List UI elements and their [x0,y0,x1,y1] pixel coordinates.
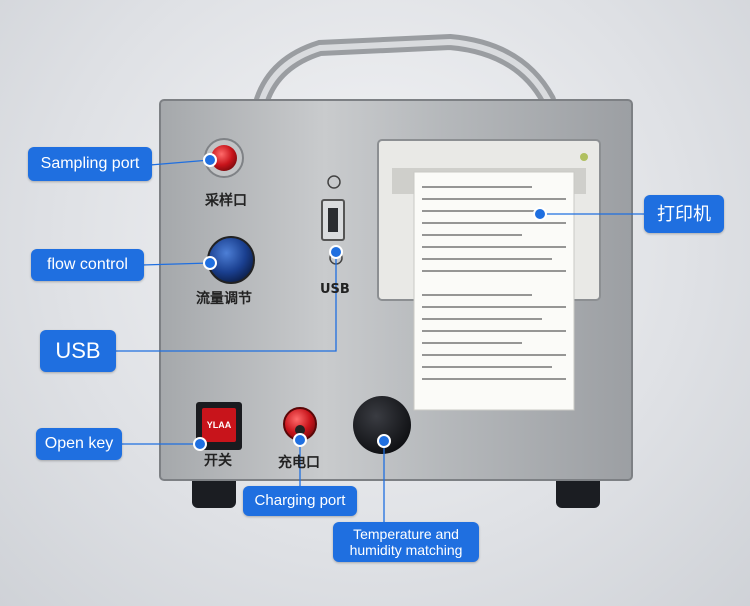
callout-printer: 打印机 [644,195,724,233]
callout-open-key: Open key [36,428,122,460]
sampling-port-stamp: 采样口 [205,193,247,209]
callout-charging-port: Charging port [243,486,357,516]
flow-control-stamp: 流量调节 [196,291,252,307]
temp-humidity-dot [377,434,391,448]
printed-receipt [414,172,574,410]
switch-button-text: YLAA [206,420,232,430]
flow-control-dot [203,256,217,270]
callout-sampling-port: Sampling port [28,147,152,181]
switch-stamp: 开关 [204,453,232,469]
callout-usb: USB [40,330,116,372]
callout-flow-control: flow control [31,249,144,281]
usb-stamp: USB [320,282,350,297]
usb-dot [329,245,343,259]
open-key-dot [193,437,207,451]
printer-dot [533,207,547,221]
callout-temp-humidity: Temperature and humidity matching [333,522,479,562]
charging-port-dot [293,433,307,447]
sampling-port-dot [203,153,217,167]
charging-port-stamp: 充电口 [278,455,320,471]
